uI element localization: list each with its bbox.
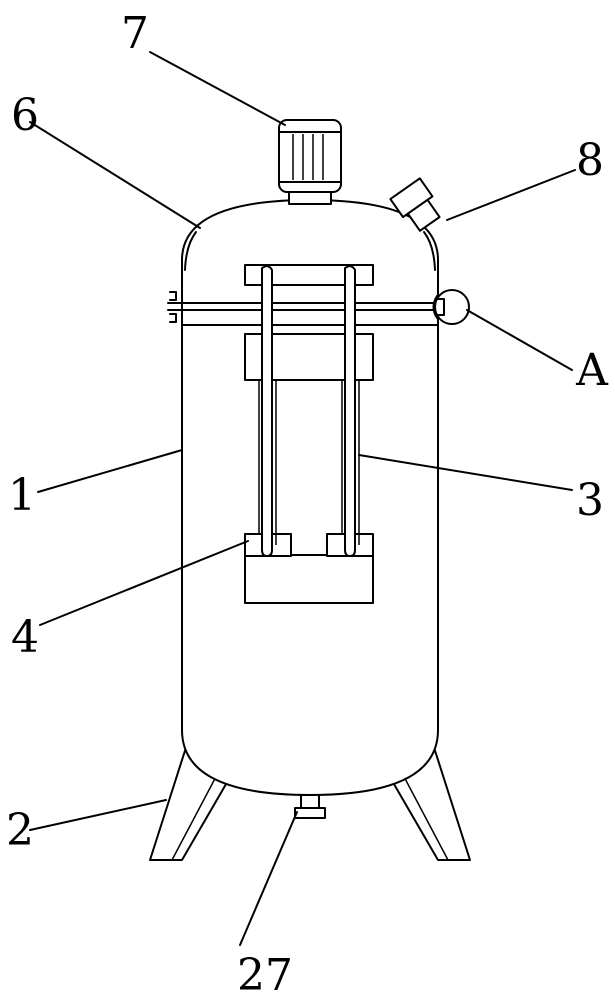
- motor: [278, 119, 342, 205]
- leader-a: [466, 309, 573, 371]
- top-plate: [244, 264, 374, 286]
- leader-2: [29, 799, 167, 831]
- label-a: A: [575, 345, 609, 396]
- left-rod: [261, 265, 273, 557]
- leader-1: [37, 449, 183, 493]
- label-8: 8: [576, 135, 604, 186]
- leader-lines: [29, 51, 576, 946]
- right-rod: [344, 265, 356, 557]
- lower-block: [244, 554, 374, 604]
- label-7: 7: [121, 8, 149, 59]
- leader-7: [149, 51, 286, 126]
- label-2: 2: [6, 805, 34, 856]
- inlet-pipe: [389, 177, 441, 232]
- leader-6: [29, 121, 201, 229]
- detail-a-marker: [432, 289, 470, 325]
- tank-body: [181, 199, 439, 796]
- inner-assembly: [244, 264, 374, 604]
- label-4: 4: [11, 612, 39, 663]
- labels: 7 6 8 A 1 3 4 2 27: [6, 8, 609, 1000]
- label-6: 6: [11, 90, 39, 141]
- label-1: 1: [8, 470, 36, 521]
- leader-8: [446, 169, 576, 221]
- leader-4: [39, 540, 249, 626]
- leader-27: [239, 811, 298, 946]
- leader-3: [358, 454, 573, 491]
- label-27: 27: [237, 950, 293, 1000]
- label-3: 3: [576, 475, 604, 526]
- flange-rod: [167, 291, 439, 323]
